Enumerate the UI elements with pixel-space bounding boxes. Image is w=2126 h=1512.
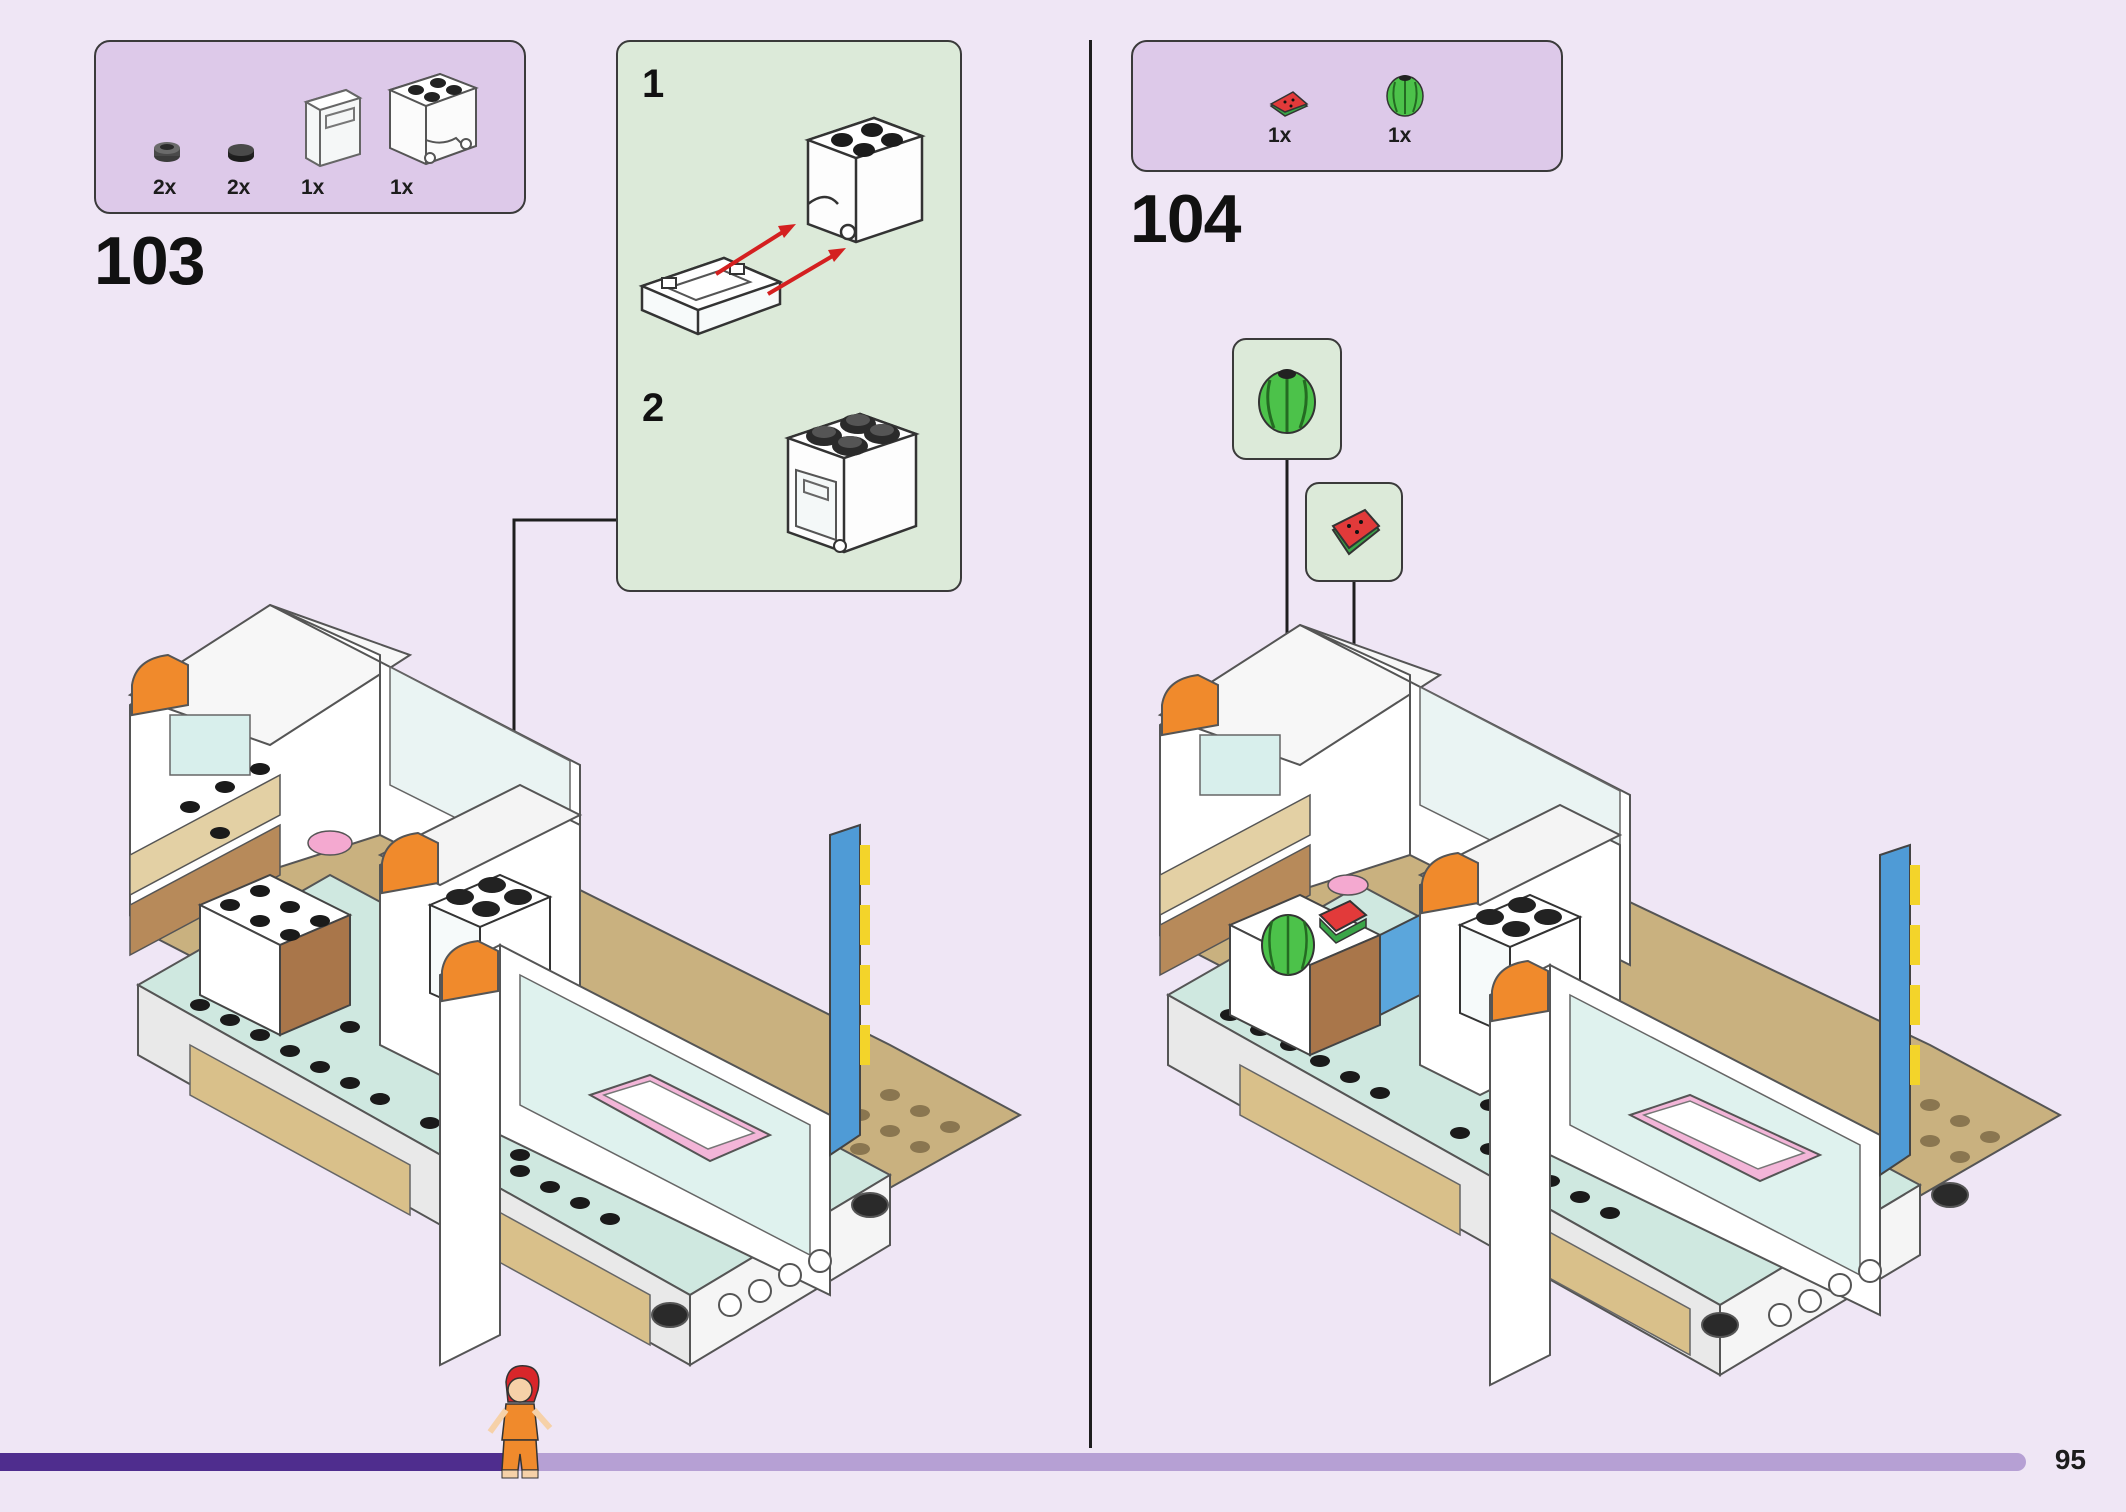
part-qty: 2x (153, 176, 177, 199)
round-plate-dark-grey-icon (154, 142, 180, 162)
page-divider (1089, 40, 1092, 1448)
callout-watermelon-slice (1305, 482, 1403, 582)
step-number-104: 104 (1130, 181, 1241, 257)
part-qty: 1x (390, 176, 414, 199)
part-qty: 1x (1388, 124, 1412, 147)
callout-watermelon-whole (1232, 338, 1342, 460)
cupboard-door-transparent-icon (303, 88, 363, 168)
house-model-step-104-icon (1157, 623, 2063, 1387)
parts-list-step-103: 2x 2x 1x 1x (94, 40, 526, 214)
cupboard-box-white-icon (804, 116, 926, 244)
step-number-103: 103 (94, 223, 205, 299)
cupboard-assembled-icon (784, 412, 920, 554)
round-tile-black-icon (228, 144, 254, 162)
part-qty: 1x (301, 176, 325, 199)
watermelon-slice-icon (1269, 91, 1309, 117)
parts-list-step-104: 1x 1x (1131, 40, 1563, 172)
progress-bar-fill (0, 1453, 517, 1471)
cupboard-door-transparent-icon (638, 256, 784, 336)
part-qty: 1x (1268, 124, 1292, 147)
submodel-panel: 1 2 (616, 40, 962, 592)
cupboard-box-white-icon (387, 72, 479, 166)
substep-number-1: 1 (642, 62, 665, 106)
assembly-arrow-icon (714, 224, 846, 296)
progress-bar (0, 1453, 2026, 1471)
watermelon-whole-icon (1386, 75, 1424, 117)
substep-number-2: 2 (642, 386, 665, 430)
house-model-step-103-icon (127, 603, 1023, 1367)
watermelon-whole-icon (1258, 369, 1316, 434)
part-qty: 2x (227, 176, 251, 199)
watermelon-slice-icon (1331, 508, 1381, 556)
page-number: 95 (2054, 1444, 2086, 1475)
minifigure-icon (487, 1365, 553, 1479)
